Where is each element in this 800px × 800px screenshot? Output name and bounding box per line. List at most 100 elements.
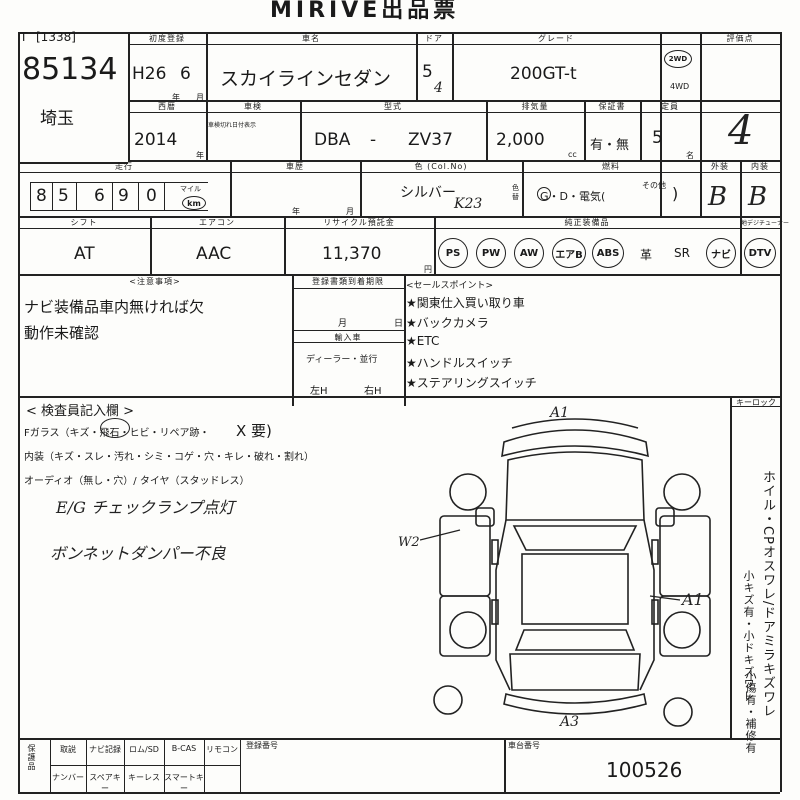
registration-header: 初度登録 [149, 34, 185, 43]
mileage-unit-km: km [182, 196, 206, 210]
warranty-value: 有・無 [590, 138, 630, 153]
mileage-digit: 9 [118, 186, 129, 206]
rule [780, 32, 782, 792]
reg-deadline-month: 月 [338, 319, 348, 329]
sales-point: ★ハンドルスイッチ [406, 356, 513, 370]
rule [584, 100, 586, 160]
rule [640, 100, 642, 160]
rule [18, 216, 780, 218]
bottom-item: B-CAS [171, 744, 197, 753]
grade-header: グレード [538, 34, 574, 43]
diagram-mark-rear: A3 [560, 714, 580, 730]
right-vertical-note: ホイル・CPオスワレ/ドアミラキズワレ [760, 470, 775, 719]
fuel-value: G・D・電気( [540, 190, 606, 203]
rule [230, 160, 232, 216]
sales-point: ★バックカメラ [406, 316, 489, 330]
rule [292, 342, 404, 343]
model-code: ZV37 [408, 130, 453, 150]
model-header: 型式 [384, 102, 402, 111]
inspector-interior: 内装（キズ・スレ・汚れ・シミ・コゲ・穴・キレ・破れ・割れ） [24, 452, 314, 463]
color-change-label: 色替 [512, 184, 519, 201]
rule [18, 32, 780, 34]
mileage-digit: 6 [94, 186, 105, 206]
recycle-header: リサイクル預託金 [323, 218, 395, 227]
region-value: 埼玉 [40, 109, 74, 129]
registration-era: H26 [132, 64, 167, 84]
import-header: 輸入車 [334, 333, 362, 342]
reg-deadline-header: 登録書類到着期限 [312, 277, 384, 286]
rule [124, 738, 125, 792]
drive-2wd: 2WD [664, 50, 692, 68]
equipment-header: 純正装備品 [564, 218, 610, 227]
rule [204, 738, 205, 792]
aircon-value: AAC [196, 244, 232, 264]
rule [730, 396, 732, 738]
car-name-value: スカイラインセダン [220, 68, 392, 90]
color-header: 色 (Col.No) [414, 162, 468, 171]
rule [50, 765, 240, 766]
equipment-aw: AW [514, 238, 544, 268]
bottom-item: キーレス [128, 773, 160, 782]
equipment-tuner-header: 地デジチューナー [741, 220, 790, 227]
history-year-unit: 年 [292, 207, 300, 216]
rule [112, 182, 113, 210]
fuel-selected-marker [537, 187, 551, 201]
mileage-digit: 0 [146, 186, 157, 206]
mileage-unit-mile: マイル [180, 185, 201, 193]
inspector-glass-mark: X 要) [236, 422, 272, 440]
capacity-header: 定員 [661, 102, 679, 111]
color-value: シルバー [400, 185, 456, 201]
rule [284, 216, 286, 274]
rule [86, 738, 87, 792]
displacement-unit: cc [568, 150, 577, 159]
bottom-item: リモコン [206, 745, 238, 754]
sales-point: ★ステアリングスイッチ [406, 376, 537, 390]
displacement-value: 2,000 [496, 130, 545, 150]
rule [18, 172, 780, 173]
inspector-hand-note: ボンネットダンパー不良 [50, 544, 226, 563]
car-diagram [420, 418, 711, 727]
rule [18, 396, 780, 398]
recycle-unit: 円 [424, 265, 432, 274]
color-code: K23 [454, 196, 483, 212]
chassis-header: 車台番号 [508, 741, 540, 750]
rule [164, 738, 165, 792]
fuel-header: 燃料 [602, 162, 620, 171]
rule [128, 100, 780, 102]
rule [700, 32, 702, 162]
rule [128, 44, 780, 45]
rule [150, 216, 152, 274]
registration-year-unit: 年 [172, 93, 180, 102]
model-prefix: DBA [314, 130, 351, 150]
rule [522, 160, 524, 216]
rule [18, 792, 780, 794]
rule [730, 406, 780, 407]
hand-circle-mark [100, 418, 130, 438]
lot-prefix: T [20, 30, 28, 44]
warranty-header: 保証書 [598, 102, 626, 111]
inspector-hand-note: E/G チェックランプ点灯 [56, 498, 235, 517]
rule [52, 182, 53, 210]
registration-month-unit: 月 [196, 93, 204, 102]
rule [50, 738, 51, 792]
model-year-value: 2014 [134, 130, 178, 150]
equipment-ps: PS [438, 238, 468, 268]
lot-number: 85134 [22, 52, 118, 87]
rule [740, 160, 742, 216]
equipment-dtv: DTV [744, 238, 776, 268]
mileage-header: 走行 [115, 162, 133, 171]
model-year-unit: 年 [196, 151, 204, 160]
bottom-item: スマートキー [164, 773, 204, 793]
right-vertical-note: 小傷有・補修有 [744, 670, 757, 754]
rule [30, 210, 208, 211]
rule [18, 162, 128, 164]
notes-header: <注意事項> [129, 277, 181, 286]
exterior-value: B [708, 182, 728, 212]
reg-number-header: 登録番号 [246, 741, 278, 750]
sales-point: ★関東仕入買い取り車 [406, 296, 525, 310]
rule [30, 182, 208, 183]
capacity-unit: 名 [686, 151, 694, 160]
keylock-header: キーロック [736, 398, 776, 407]
rule [128, 112, 780, 113]
bottom-item: スペアキー [89, 773, 121, 793]
